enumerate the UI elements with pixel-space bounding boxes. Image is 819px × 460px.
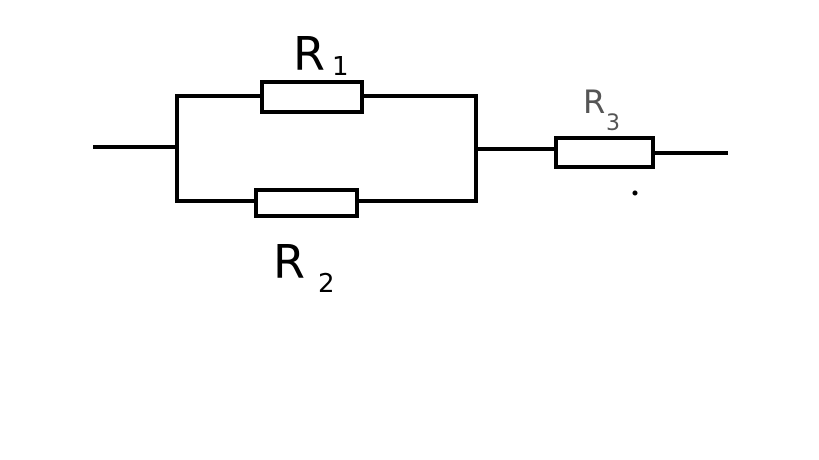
label-r3-letter: R bbox=[583, 83, 605, 121]
label-r3: R 3 bbox=[583, 83, 620, 136]
label-r2: R 2 bbox=[273, 235, 335, 299]
resistor-r2 bbox=[254, 188, 359, 218]
resistor-r3 bbox=[554, 136, 655, 169]
label-r3-subscript: 3 bbox=[606, 111, 620, 136]
resistor-r1 bbox=[260, 80, 364, 114]
label-r2-subscript: 2 bbox=[318, 269, 335, 299]
label-r1-letter: R bbox=[293, 27, 325, 81]
stray-dot bbox=[632, 190, 638, 196]
label-r2-letter: R bbox=[273, 235, 305, 289]
label-r1: R 1 bbox=[293, 27, 349, 82]
label-r1-subscript: 1 bbox=[332, 52, 349, 82]
